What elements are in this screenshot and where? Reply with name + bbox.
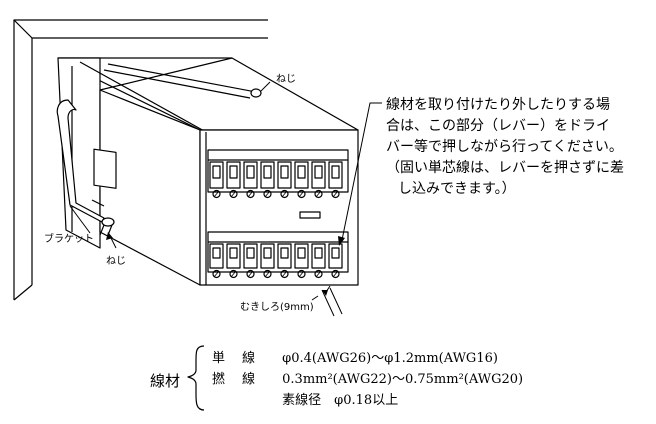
note-line: 合は、この部分（レバー）をドライ (386, 118, 610, 134)
wire-hole-mark (332, 270, 339, 278)
terminal-lever (229, 165, 238, 179)
terminal-lever (263, 165, 272, 179)
terminal-lever (331, 165, 340, 179)
spec-row: 素線径 φ0.18以上 (212, 390, 523, 411)
bottom-screw-pointer (106, 232, 117, 249)
spec-title: 線材 (150, 372, 181, 390)
screw-bottom-label: ねじ (106, 256, 126, 267)
wire-hole-mark (264, 190, 271, 198)
wire-hole-mark (281, 190, 288, 198)
note-line: し込みできます。） (398, 181, 516, 197)
wire-hole (331, 189, 340, 199)
wire-hole (314, 269, 323, 279)
terminal-slot (226, 161, 241, 189)
wire-hole (297, 269, 306, 279)
wire-hole (212, 269, 221, 279)
wire-hole-mark (230, 270, 237, 278)
terminal-lever (212, 165, 221, 179)
wire-spec-table: 単 線 φ0.4(AWG26)～φ1.2mm(AWG16) 撚 線 0.3mm²… (212, 348, 523, 411)
wire-hole (246, 189, 255, 199)
note-line: バー等で押しながら行ってください。 (386, 139, 623, 155)
terminal-lever (314, 165, 323, 179)
terminal-slot (260, 161, 275, 189)
wire-hole-mark (298, 270, 305, 278)
terminal-slot (243, 161, 258, 189)
wire-hole-mark (332, 190, 339, 198)
terminal-lever (263, 247, 272, 259)
center-marker (299, 211, 321, 219)
lever-pointer (338, 102, 382, 246)
bracket-label: ブラケット (44, 234, 94, 245)
terminal-slot (243, 243, 258, 269)
terminal-slot (311, 243, 326, 269)
terminal-slot (277, 243, 292, 269)
wire-hole-mark (298, 190, 305, 198)
spec-value: 素線径 φ0.18以上 (282, 393, 399, 408)
wire-hole-mark (230, 190, 237, 198)
terminal-slot (277, 161, 292, 189)
terminal-slot (209, 161, 224, 189)
bracket-pointer (69, 205, 91, 234)
terminal-lever (297, 165, 306, 179)
wire-hole (263, 269, 272, 279)
terminal-slot (226, 243, 241, 269)
wire-hole-mark (264, 270, 271, 278)
wire-hole-mark (281, 270, 288, 278)
wire-hole (212, 189, 221, 199)
terminal-slot (209, 243, 224, 269)
terminal-slot (311, 161, 326, 189)
bottom-screw (99, 217, 115, 236)
terminal-lever (314, 247, 323, 259)
panel-wall (13, 19, 268, 301)
terminal-lever (212, 247, 221, 259)
bracket (56, 99, 117, 223)
wire-hole-mark (247, 270, 254, 278)
top-screw (103, 63, 271, 99)
spec-brace (187, 345, 205, 411)
wire-hole (280, 269, 289, 279)
terminal-lever (246, 247, 255, 259)
note-line: 線材を取り付けたり外したりする場 (386, 97, 610, 113)
screw-top-label: ねじ (276, 74, 296, 85)
wire-hole-mark (213, 270, 220, 278)
wire-hole (280, 189, 289, 199)
wire (311, 285, 343, 317)
wire-hole (263, 189, 272, 199)
spec-row: 単 線 φ0.4(AWG26)～φ1.2mm(AWG16) (212, 348, 523, 369)
wire-hole-mark (315, 190, 322, 198)
terminal-slot (294, 161, 309, 189)
wiring-instruction-note: 線材を取り付けたり外したりする場 合は、この部分（レバー）をドライ バー等で押し… (386, 95, 624, 200)
spec-value: φ0.4(AWG26)～φ1.2mm(AWG16) (282, 351, 498, 366)
terminal-lever (331, 247, 340, 259)
terminal-lever (229, 247, 238, 259)
wire-hole-mark (315, 270, 322, 278)
wire-hole (246, 269, 255, 279)
terminal-lever (246, 165, 255, 179)
spec-key: 撚 線 (212, 372, 258, 387)
terminal-slot (260, 243, 275, 269)
wire-hole (297, 189, 306, 199)
terminal-slot (328, 161, 343, 189)
wire-hole (229, 189, 238, 199)
upper-terminal-row (207, 149, 349, 199)
strip-length-label: むきしろ(9mm) (240, 302, 314, 313)
terminal-lever (280, 165, 289, 179)
spec-row: 撚 線 0.3mm²(AWG22)～0.75mm²(AWG20) (212, 369, 523, 390)
terminal-slot (328, 243, 343, 269)
terminal-slot (294, 243, 309, 269)
wire-hole-mark (213, 190, 220, 198)
wire-hole-mark (247, 190, 254, 198)
terminal-lever (297, 247, 306, 259)
lower-terminal-row (207, 231, 349, 279)
spec-value: 0.3mm²(AWG22)～0.75mm²(AWG20) (282, 372, 524, 387)
wire-hole (229, 269, 238, 279)
terminal-lever (280, 247, 289, 259)
wire-hole (331, 269, 340, 279)
spec-key: 単 線 (212, 351, 258, 366)
wire-hole (314, 189, 323, 199)
note-line: （固い単芯線は、レバーを押さずに差 (386, 160, 624, 176)
